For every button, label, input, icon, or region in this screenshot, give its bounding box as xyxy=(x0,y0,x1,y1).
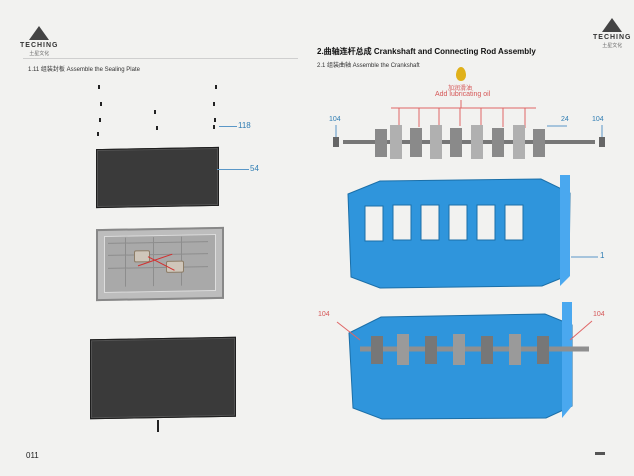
engine-block-bottom xyxy=(348,313,573,420)
brand-triangle-icon xyxy=(602,18,623,32)
brand-name: TECHING xyxy=(593,34,632,41)
screw-icon xyxy=(154,110,156,114)
left-section-title: 1.11 组装封板 Assemble the Sealing Plate xyxy=(28,67,140,73)
bottom-left-callout-line xyxy=(336,321,361,341)
crank-web xyxy=(375,129,387,157)
right-footer-mark xyxy=(595,452,605,455)
left-header-rule xyxy=(23,58,298,59)
screw-icon xyxy=(213,102,215,106)
screw-icon xyxy=(98,85,100,89)
crank-web xyxy=(450,128,462,157)
plate-callout-label: 54 xyxy=(250,164,259,173)
cylinder-bore xyxy=(448,204,468,241)
brand-subtitle: 土星文化 xyxy=(29,51,50,57)
screw-icon xyxy=(214,118,216,122)
top-right-24-label: 24 xyxy=(561,116,569,123)
crank-web xyxy=(471,125,483,159)
right-brand-logo: TECHING 土星文化 xyxy=(593,18,632,49)
screw-icon xyxy=(213,125,215,129)
left-page: TECHING 土星文化 1.11 组装封板 Assemble the Seal… xyxy=(0,0,318,476)
installed-crank-web xyxy=(509,334,521,365)
cylinder-bore xyxy=(504,204,524,241)
plate-callout-line xyxy=(217,169,249,170)
right-bearing-cap xyxy=(599,137,605,147)
frame-rib xyxy=(153,237,154,287)
oil-label-en: Add lubricating oil xyxy=(435,91,491,98)
cylinder-bore xyxy=(476,204,496,241)
top-left-104-label: 104 xyxy=(329,116,341,123)
page-number-left: 011 xyxy=(26,451,39,460)
right-page: TECHING 土星文化 2.曲轴连杆总成 Crankshaft and Con… xyxy=(317,0,634,476)
installed-crank-web xyxy=(425,336,437,364)
oil-label-cn: 加润滑油 xyxy=(448,86,473,92)
screw-icon xyxy=(97,132,99,136)
sealing-plate-bottom xyxy=(90,336,236,420)
bottom-left-104-label: 104 xyxy=(318,311,330,318)
bottom-screw-icon xyxy=(157,420,159,432)
top-right-104-label: 104 xyxy=(592,116,604,123)
brand-triangle-icon xyxy=(29,26,50,40)
sealing-plate-top xyxy=(96,146,219,209)
right-main-title: 2.曲轴连杆总成 Crankshaft and Connecting Rod A… xyxy=(317,47,536,56)
engine-block-side-top xyxy=(560,175,570,286)
screw-callout-label: 118 xyxy=(238,121,251,130)
left-brand-logo: TECHING 土星文化 xyxy=(20,26,59,57)
cylinder-bore xyxy=(364,205,384,242)
bottom-right-104-label: 104 xyxy=(593,311,605,318)
installed-crank-web xyxy=(453,334,465,365)
oil-drop-icon xyxy=(456,67,466,81)
left-bearing-cap xyxy=(333,137,339,147)
screw-icon xyxy=(156,126,158,130)
screw-icon xyxy=(100,102,102,106)
crank-web xyxy=(410,128,422,157)
installed-crank-web xyxy=(481,336,493,364)
crank-web xyxy=(513,125,525,159)
brand-subtitle: 土星文化 xyxy=(602,43,623,49)
bottom-right-callout-line xyxy=(569,320,593,341)
cylinder-bore xyxy=(392,204,412,241)
brand-name: TECHING xyxy=(20,42,59,49)
frame-rib xyxy=(125,237,126,287)
crank-web xyxy=(430,125,442,159)
installed-crank-web xyxy=(371,336,383,364)
screw-icon xyxy=(99,118,101,122)
crank-web xyxy=(492,128,504,157)
chassis-frame xyxy=(96,226,224,302)
screw-callout-line xyxy=(219,126,237,127)
installed-crank-web xyxy=(397,334,409,365)
right-subtitle: 2.1 组装曲轴 Assemble the Crankshaft xyxy=(317,63,420,69)
engine-block-side-bottom xyxy=(562,302,572,418)
engine-block-label: 1 xyxy=(600,251,605,260)
right-diagram-svg xyxy=(333,100,605,420)
cylinder-bore xyxy=(420,204,440,241)
crank-web xyxy=(533,129,545,157)
installed-crank-web xyxy=(537,336,549,364)
screw-icon xyxy=(215,85,217,89)
crank-web xyxy=(390,125,402,159)
